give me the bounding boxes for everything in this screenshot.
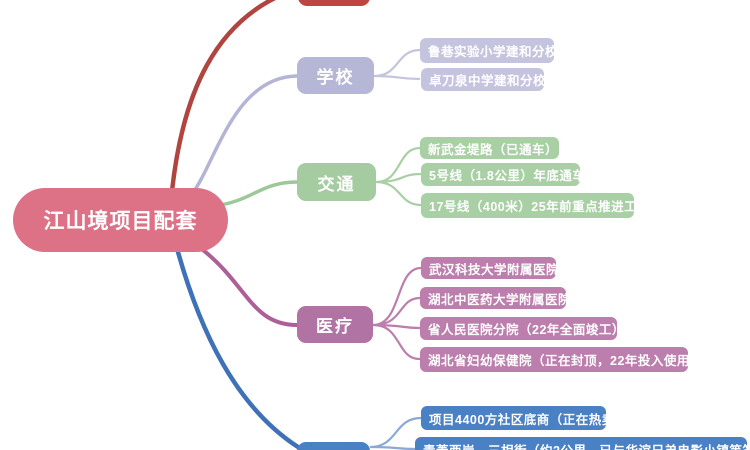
traffic-child-line17: 17号线（400米）25年前重点推进工程 bbox=[421, 193, 650, 218]
fork-traffic bbox=[375, 146, 422, 207]
medical-child-provincial-peoples-hospital: 省人民医院分院（22年全面竣工） bbox=[420, 317, 624, 340]
curve-school-branch bbox=[190, 74, 299, 196]
biz-child-west-bank-street-cutoff: 青菱西岸，三相街（约2公里，已与华谊兄弟电影小镇等签约） bbox=[415, 437, 750, 450]
medical-child-maternal-child-hospital: 湖北省妇幼保健院（正在封顶，22年投入使用） bbox=[420, 347, 702, 372]
curve-biz-branch bbox=[175, 249, 301, 450]
branch-node-school: 学校 bbox=[297, 57, 374, 94]
curve-top-branch bbox=[169, 0, 277, 194]
curve-medical-branch bbox=[201, 248, 299, 327]
branch-node-traffic: 交通 bbox=[297, 163, 376, 201]
branch-node-commercial-cutoff bbox=[297, 442, 370, 450]
school-child-zhuodaoquan-middle: 卓刀泉中学建和分校 bbox=[421, 68, 546, 91]
fork-biz bbox=[369, 416, 422, 450]
central-topic-node: 江山境项目配套 bbox=[13, 188, 228, 252]
fork-medical bbox=[372, 266, 422, 361]
branch-node-medical: 医疗 bbox=[297, 306, 373, 343]
branch-node-top-cutoff bbox=[298, 0, 370, 6]
curve-traffic-branch bbox=[211, 180, 299, 208]
medical-child-tcm-hospital: 湖北中医药大学附属医院 bbox=[420, 287, 571, 309]
school-child-luxiang-primary: 鲁巷实验小学建和分校 bbox=[420, 38, 558, 63]
traffic-child-wujindi-road: 新武金堤路（已通车） bbox=[420, 137, 559, 159]
fork-school bbox=[373, 48, 421, 81]
medical-child-wust-hospital: 武汉科技大学附属医院 bbox=[421, 257, 559, 279]
biz-child-community-shops: 项目4400方社区底商（正在热卖） bbox=[421, 406, 627, 430]
traffic-child-line5: 5号线（1.8公里）年底通车 bbox=[421, 163, 585, 186]
